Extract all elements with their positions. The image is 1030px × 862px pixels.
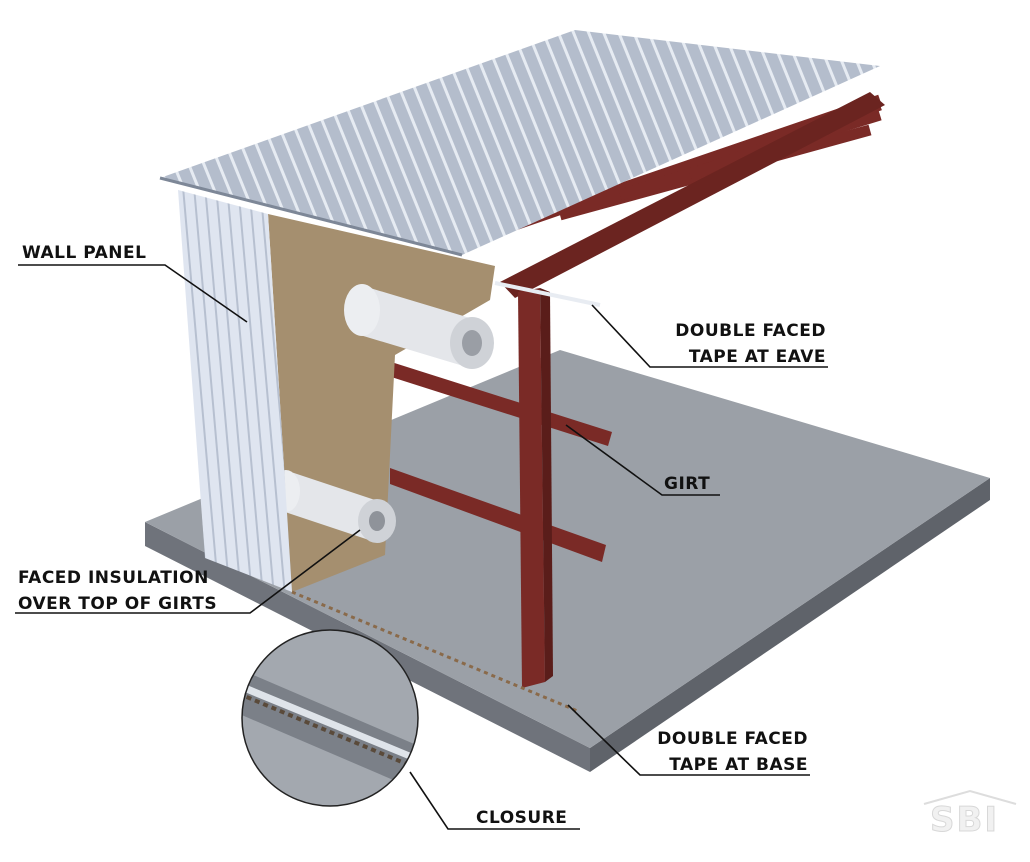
closure-detail-magnifier (241, 629, 419, 807)
label-line: TAPE AT EAVE (688, 347, 826, 367)
rafter (500, 92, 885, 298)
label-girt: GIRT (664, 474, 711, 494)
base-tape (291, 590, 581, 714)
label-line: TAPE AT BASE (669, 755, 808, 775)
label-double-faced-tape-base: DOUBLE FACED TAPE AT BASE (620, 726, 808, 778)
label-line: DOUBLE FACED (657, 729, 808, 749)
label-wall-panel: WALL PANEL (22, 243, 147, 263)
leader-lines (15, 264, 828, 830)
logo-roof-icon (923, 789, 1017, 805)
label-faced-insulation: FACED INSULATION OVER TOP OF GIRTS (18, 565, 217, 617)
logo-text: SBI (929, 800, 1000, 841)
roof-panel (160, 30, 880, 255)
wall-panel (178, 190, 292, 592)
label-closure: CLOSURE (476, 808, 568, 828)
eave-tape (494, 281, 601, 307)
insulation-roll-top (344, 284, 494, 369)
steel-column (518, 288, 553, 688)
label-line: FACED INSULATION (18, 568, 209, 588)
girt (385, 360, 612, 562)
label-line: DOUBLE FACED (675, 321, 826, 341)
label-line: OVER TOP OF GIRTS (18, 594, 218, 614)
label-double-faced-tape-eave: DOUBLE FACED TAPE AT EAVE (640, 318, 826, 370)
sbi-logo: SBI (922, 788, 1018, 844)
